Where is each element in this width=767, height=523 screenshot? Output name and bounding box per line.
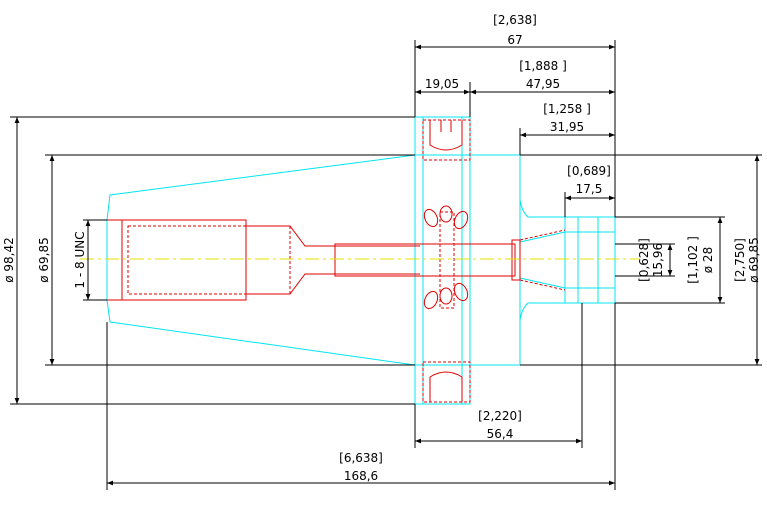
- length-a-mm: 47,95: [526, 77, 560, 91]
- body-dia-mm: ø 69,85: [747, 237, 761, 283]
- nut-length-in: [0,689]: [567, 164, 611, 178]
- length-a-in: [1,888 ]: [519, 59, 567, 73]
- overall-length-in: [2,638]: [493, 13, 537, 27]
- thread-label: 1 - 8 UNC: [73, 231, 87, 288]
- dimension-labels: [2,638] 67 19,05 [1,888 ] 47,95 [1,258 ]…: [2, 13, 761, 483]
- overall-length-mm: 67: [507, 33, 522, 47]
- length-b-in: [1,258 ]: [543, 102, 591, 116]
- flange-dia-mm: ø 98,42: [2, 237, 16, 283]
- body-dia-in: [2,750]: [733, 238, 747, 282]
- gauge-length-in: [2,220]: [478, 409, 522, 423]
- holder-body-outline: [106, 116, 616, 405]
- taper-dia-mm: ø 69,85: [37, 237, 51, 283]
- total-length-in: [6,638]: [339, 451, 383, 465]
- nut-dia-in: [1,102 ]: [686, 236, 700, 284]
- dimension-lines: [10, 40, 762, 490]
- hidden-features: [107, 119, 566, 403]
- gauge-length-mm: 56,4: [487, 427, 514, 441]
- total-length-mm: 168,6: [344, 469, 378, 483]
- bore-in: [0,628]: [637, 238, 651, 282]
- flange-width-mm: 19,05: [425, 77, 459, 91]
- nut-dia-mm: ø 28: [701, 247, 715, 273]
- nut-length-mm: 17,5: [576, 182, 603, 196]
- length-b-mm: 31,95: [550, 120, 584, 134]
- bore-mm: 15,96: [651, 243, 665, 277]
